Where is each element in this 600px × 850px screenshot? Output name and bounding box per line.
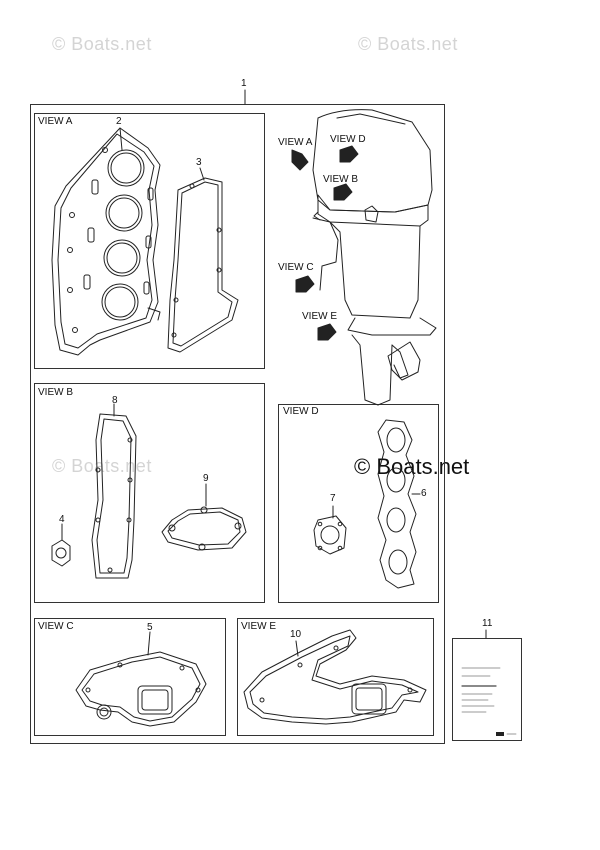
view-d-arrow	[339, 145, 359, 163]
watermark-top-right: © Boats.net	[358, 34, 458, 54]
callout-part-9[interactable]: 9	[203, 473, 209, 484]
engine-label-view-c: VIEW C	[278, 262, 314, 273]
instruction-sheet-frame	[452, 638, 522, 741]
view-d-frame	[278, 404, 439, 603]
small-gasket	[51, 523, 71, 567]
view-a-arrow	[291, 149, 309, 171]
engine-label-view-b: VIEW B	[323, 174, 359, 185]
oil-pan-gasket	[75, 631, 207, 727]
throttle-body-gasket	[313, 505, 347, 555]
view-c-arrow	[295, 275, 315, 293]
callout-part-3[interactable]: 3	[196, 157, 202, 168]
callout-part-2[interactable]: 2	[116, 116, 122, 127]
crankcase-gasket	[243, 629, 427, 725]
callout-part-11[interactable]: 11	[482, 618, 493, 629]
callout-part-4[interactable]: 4	[59, 514, 65, 525]
view-b-arrow	[333, 183, 353, 201]
view-b-frame	[34, 383, 265, 603]
thermostat-cover-gasket	[161, 483, 247, 551]
engine-label-view-a: VIEW A	[278, 137, 313, 148]
callout-kit[interactable]: 1	[241, 78, 247, 89]
callout-part-5[interactable]: 5	[147, 622, 153, 633]
watermark-mid-right: © Boats.net	[354, 454, 470, 479]
engine-label-view-d: VIEW D	[330, 134, 366, 145]
view-e-frame	[237, 618, 434, 736]
cover-gasket	[167, 167, 239, 353]
callout-part-8[interactable]: 8	[112, 395, 118, 406]
view-b-label: VIEW B	[38, 387, 74, 398]
view-e-arrow	[317, 323, 337, 341]
callout-part-6[interactable]: 6	[421, 488, 427, 499]
outboard-engine	[312, 109, 437, 406]
view-a-frame	[34, 113, 265, 369]
engine-label-view-e: VIEW E	[302, 311, 338, 322]
view-e-label: VIEW E	[241, 621, 277, 632]
callout-part-10[interactable]: 10	[290, 629, 302, 640]
view-c-frame	[34, 618, 226, 736]
view-a-label: VIEW A	[38, 116, 73, 127]
view-d-label: VIEW D	[283, 406, 319, 417]
intake-manifold-gasket	[377, 419, 421, 589]
cylinder-head-gasket	[51, 127, 161, 356]
kit-outer-frame	[30, 104, 445, 744]
exhaust-cover-gasket	[91, 403, 137, 579]
watermark-top-left: © Boats.net	[52, 34, 152, 54]
instruction-sheet-art	[461, 629, 517, 736]
view-c-label: VIEW C	[38, 621, 74, 632]
callout-part-7[interactable]: 7	[330, 493, 336, 504]
